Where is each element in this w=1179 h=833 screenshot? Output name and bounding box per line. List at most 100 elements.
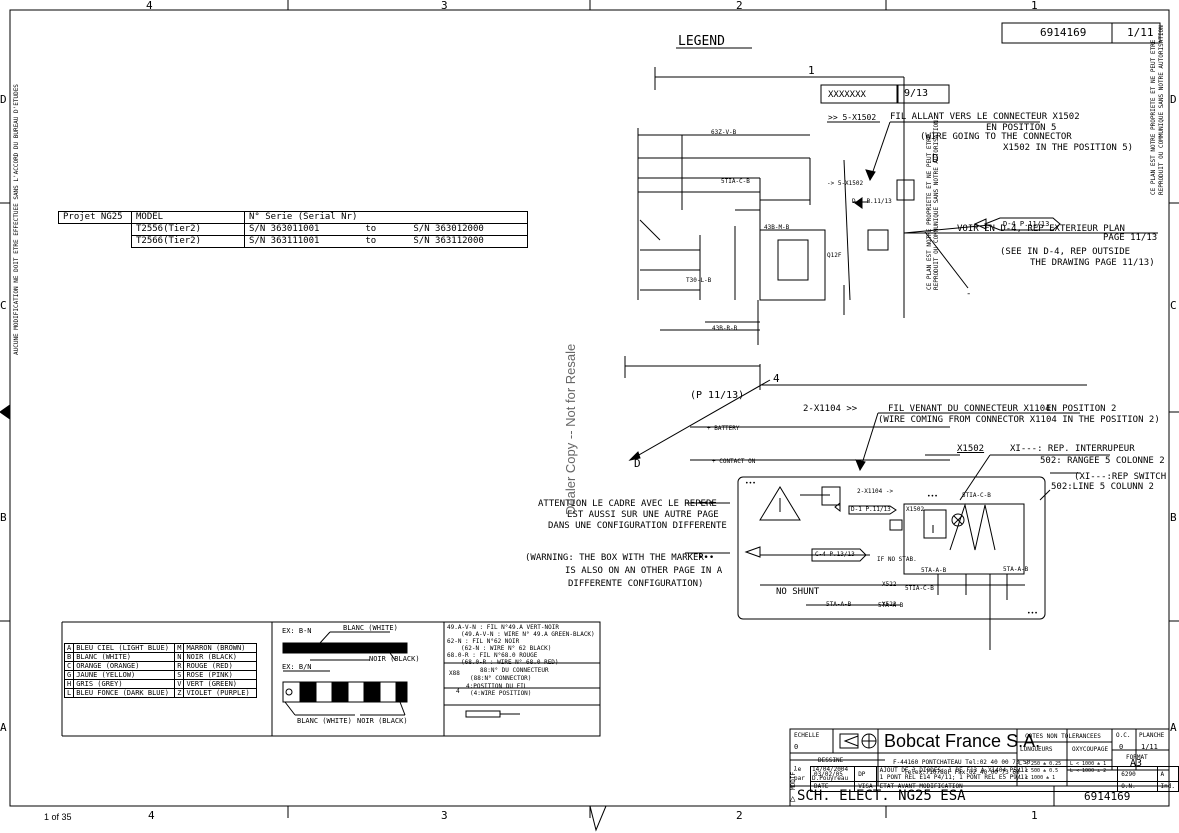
frame-col-3-bottom: 3: [441, 809, 448, 822]
color-code: G: [63, 670, 75, 680]
revision-header: VISA: [854, 781, 877, 792]
project-cell: [59, 236, 132, 248]
legend-see-in: (SEE IN D-4, REP OUTSIDE: [1000, 247, 1131, 257]
wire-conn-1: 88:N° DU CONNECTEUR: [480, 667, 549, 674]
project-cell: MODEL: [131, 211, 245, 224]
color-name: VIOLET (PURPLE): [183, 688, 258, 698]
wire-pos-2: (4:WIRE POSITION): [470, 690, 532, 697]
tb-dessine: DESSINE: [818, 757, 844, 764]
tb-address: F-44160 PONTCHATEAU Tel:02 40 00 73 50: [893, 759, 1031, 766]
frame-col-2-bottom: 2: [736, 809, 743, 822]
mini-label: 43B-R-B: [712, 325, 738, 332]
lower-attention-3: DANS UNE CONFIGURATION DIFFERENTE: [548, 521, 727, 531]
frame-row-d-right: D: [1170, 93, 1177, 106]
lower-dots-1: •••: [698, 499, 715, 509]
color-name: MARRON (BROWN): [183, 643, 258, 653]
header-sheet: 1/11: [1127, 26, 1154, 39]
frame-row-c: C: [0, 299, 7, 312]
header-doc-number: 6914169: [1040, 26, 1087, 39]
color-code: A: [63, 643, 75, 653]
box-label: 5TIA-C-B: [962, 492, 991, 499]
revision-desc-2: 1 PONT REL E14 P4/11; 1 PONT REL E5 P9/1…: [879, 774, 1028, 781]
mini-label: D-4 P.11/13: [852, 198, 892, 205]
frame-row-c-right: C: [1170, 299, 1177, 312]
project-row: T2556(Tier2) S/N 363011001 to S/N 363012…: [59, 223, 529, 236]
tb-tol: L < 250 ± 0.25: [1019, 761, 1062, 767]
legend-box-page: 9/13: [904, 88, 929, 99]
box-label: 5TA-A-B: [921, 567, 947, 574]
mini-label: T30-L-B: [686, 277, 712, 284]
box-label: X522: [882, 601, 897, 608]
color-code: C: [63, 661, 75, 671]
legend-fil-allant: FIL ALLANT VERS LE CONNECTEUR X1502: [890, 112, 1080, 122]
mini-label: -> 5-X1502: [827, 180, 864, 187]
tb-number: 6914169: [1084, 790, 1131, 803]
box-label: X1502: [906, 506, 925, 513]
color-name: BLEU CIEL (LIGHT BLUE): [73, 643, 176, 653]
legend-d4-tag[interactable]: D-4 P.11/13: [1003, 220, 1050, 228]
tb-le: le: [794, 766, 802, 773]
tb-telex: Telex:710788F Fax:02 40 00 73 60: [904, 769, 1020, 776]
project-cell: to: [361, 235, 410, 248]
tb-oxycoupage: OXYCOUPAGE: [1072, 746, 1109, 753]
color-name: ROSE (PINK): [183, 670, 258, 680]
lower-xi-rep: XI---: REP. INTERRUPEUR: [1010, 444, 1135, 454]
color-code: Z: [174, 688, 185, 698]
legend-wire-going: (WIRE GOING TO THE CONNECTOR: [920, 132, 1072, 142]
project-cell: [409, 211, 529, 224]
legend-sheet-num: 1: [808, 64, 815, 77]
color-code: S: [174, 670, 185, 680]
color-code: B: [63, 652, 75, 662]
wire-ex-2: EX: B/N: [282, 663, 312, 671]
right-margin-note-1: CE PLAN EST NOTRE PROPRIETE ET NE PEUT E…: [1150, 39, 1157, 195]
tb-oc-val: 0: [1119, 743, 1124, 751]
box-label: X522: [882, 581, 897, 588]
project-cell: to: [361, 223, 410, 236]
watermark: Dealer Copy -- Not for Resale: [563, 343, 578, 515]
box-label: 5TA-A-B: [1003, 566, 1029, 573]
wire-blanc-2: BLANC (WHITE): [297, 717, 352, 725]
mini-label: 63Z-V-B: [711, 129, 737, 136]
tb-author: D.Pouyreau: [812, 775, 849, 782]
color-code: N: [174, 652, 185, 662]
mini-label: 43B-M-B: [764, 224, 790, 231]
frame-row-b: B: [0, 511, 7, 524]
revision-header-row: DATE VISA ETAT AVANT MODIFICATION O.N. I…: [809, 781, 1179, 792]
legend-ref-wire: >> 5-X1502: [828, 113, 877, 122]
color-code: H: [63, 679, 75, 689]
lower-attention-1: ATTENTION LE CADRE AVEC LE REPERE: [538, 499, 717, 509]
lower-contact-on: + CONTACT ON: [712, 458, 756, 465]
tb-tol: L < 1000 ± 2: [1070, 768, 1107, 774]
lower-warning-3: DIFFERENTE CONFIGURATION): [568, 579, 704, 589]
project-header-row: Projet NG25 MODEL N° Serie (Serial Nr): [58, 211, 529, 224]
lower-x1502: X1502: [957, 444, 985, 454]
color-row: B BLANC (WHITE) N NOIR (BLACK): [63, 652, 258, 662]
wire-four: 4: [456, 688, 460, 695]
tb-date: 14/04/2004: [812, 766, 849, 773]
revision-delta: △: [790, 794, 796, 804]
wire-note: (68.0-R : WIRE N° 68.0 RED): [461, 659, 559, 666]
color-code: L: [63, 688, 75, 698]
revision-cell: DP: [854, 766, 877, 782]
box-dots: •••: [745, 480, 756, 487]
lower-warning-2: IS ALSO ON AN OTHER PAGE IN A: [565, 566, 723, 576]
wire-note: 68.0-R : FIL N°68.0 ROUGE: [447, 652, 538, 659]
tb-longueurs: LONGUEURS: [1020, 746, 1053, 753]
legend-vertical-note-1: CE PLAN EST NOTRE PROPRIETE ET NE PEUT E…: [926, 134, 933, 290]
tb-tol: L < 1000 ± 1: [1070, 761, 1107, 767]
lower-tag-c4[interactable]: C-4 P.13/13: [815, 551, 855, 558]
frame-col-4-bottom: 4: [148, 809, 155, 822]
color-name: ROUGE (RED): [183, 661, 258, 671]
tb-tol: L < 1000 ± 1: [1019, 775, 1056, 781]
wire-note: (62-N : WIRE N° 62 BLACK): [461, 645, 552, 652]
frame-col-4: 4: [146, 0, 153, 12]
box-dots: •••: [927, 493, 938, 500]
color-row: H GRIS (GREY) V VERT (GREEN): [63, 679, 258, 689]
lower-tag-dx[interactable]: D-1 P.11/13: [851, 506, 891, 513]
lower-no-shunt: NO SHUNT: [776, 587, 820, 597]
wire-conn-2: (88:N° CONNECTOR): [470, 675, 532, 682]
revision-cell: A: [1156, 766, 1179, 782]
box-dots: •••: [1027, 610, 1038, 617]
tb-format: FORMAT: [1126, 754, 1148, 761]
